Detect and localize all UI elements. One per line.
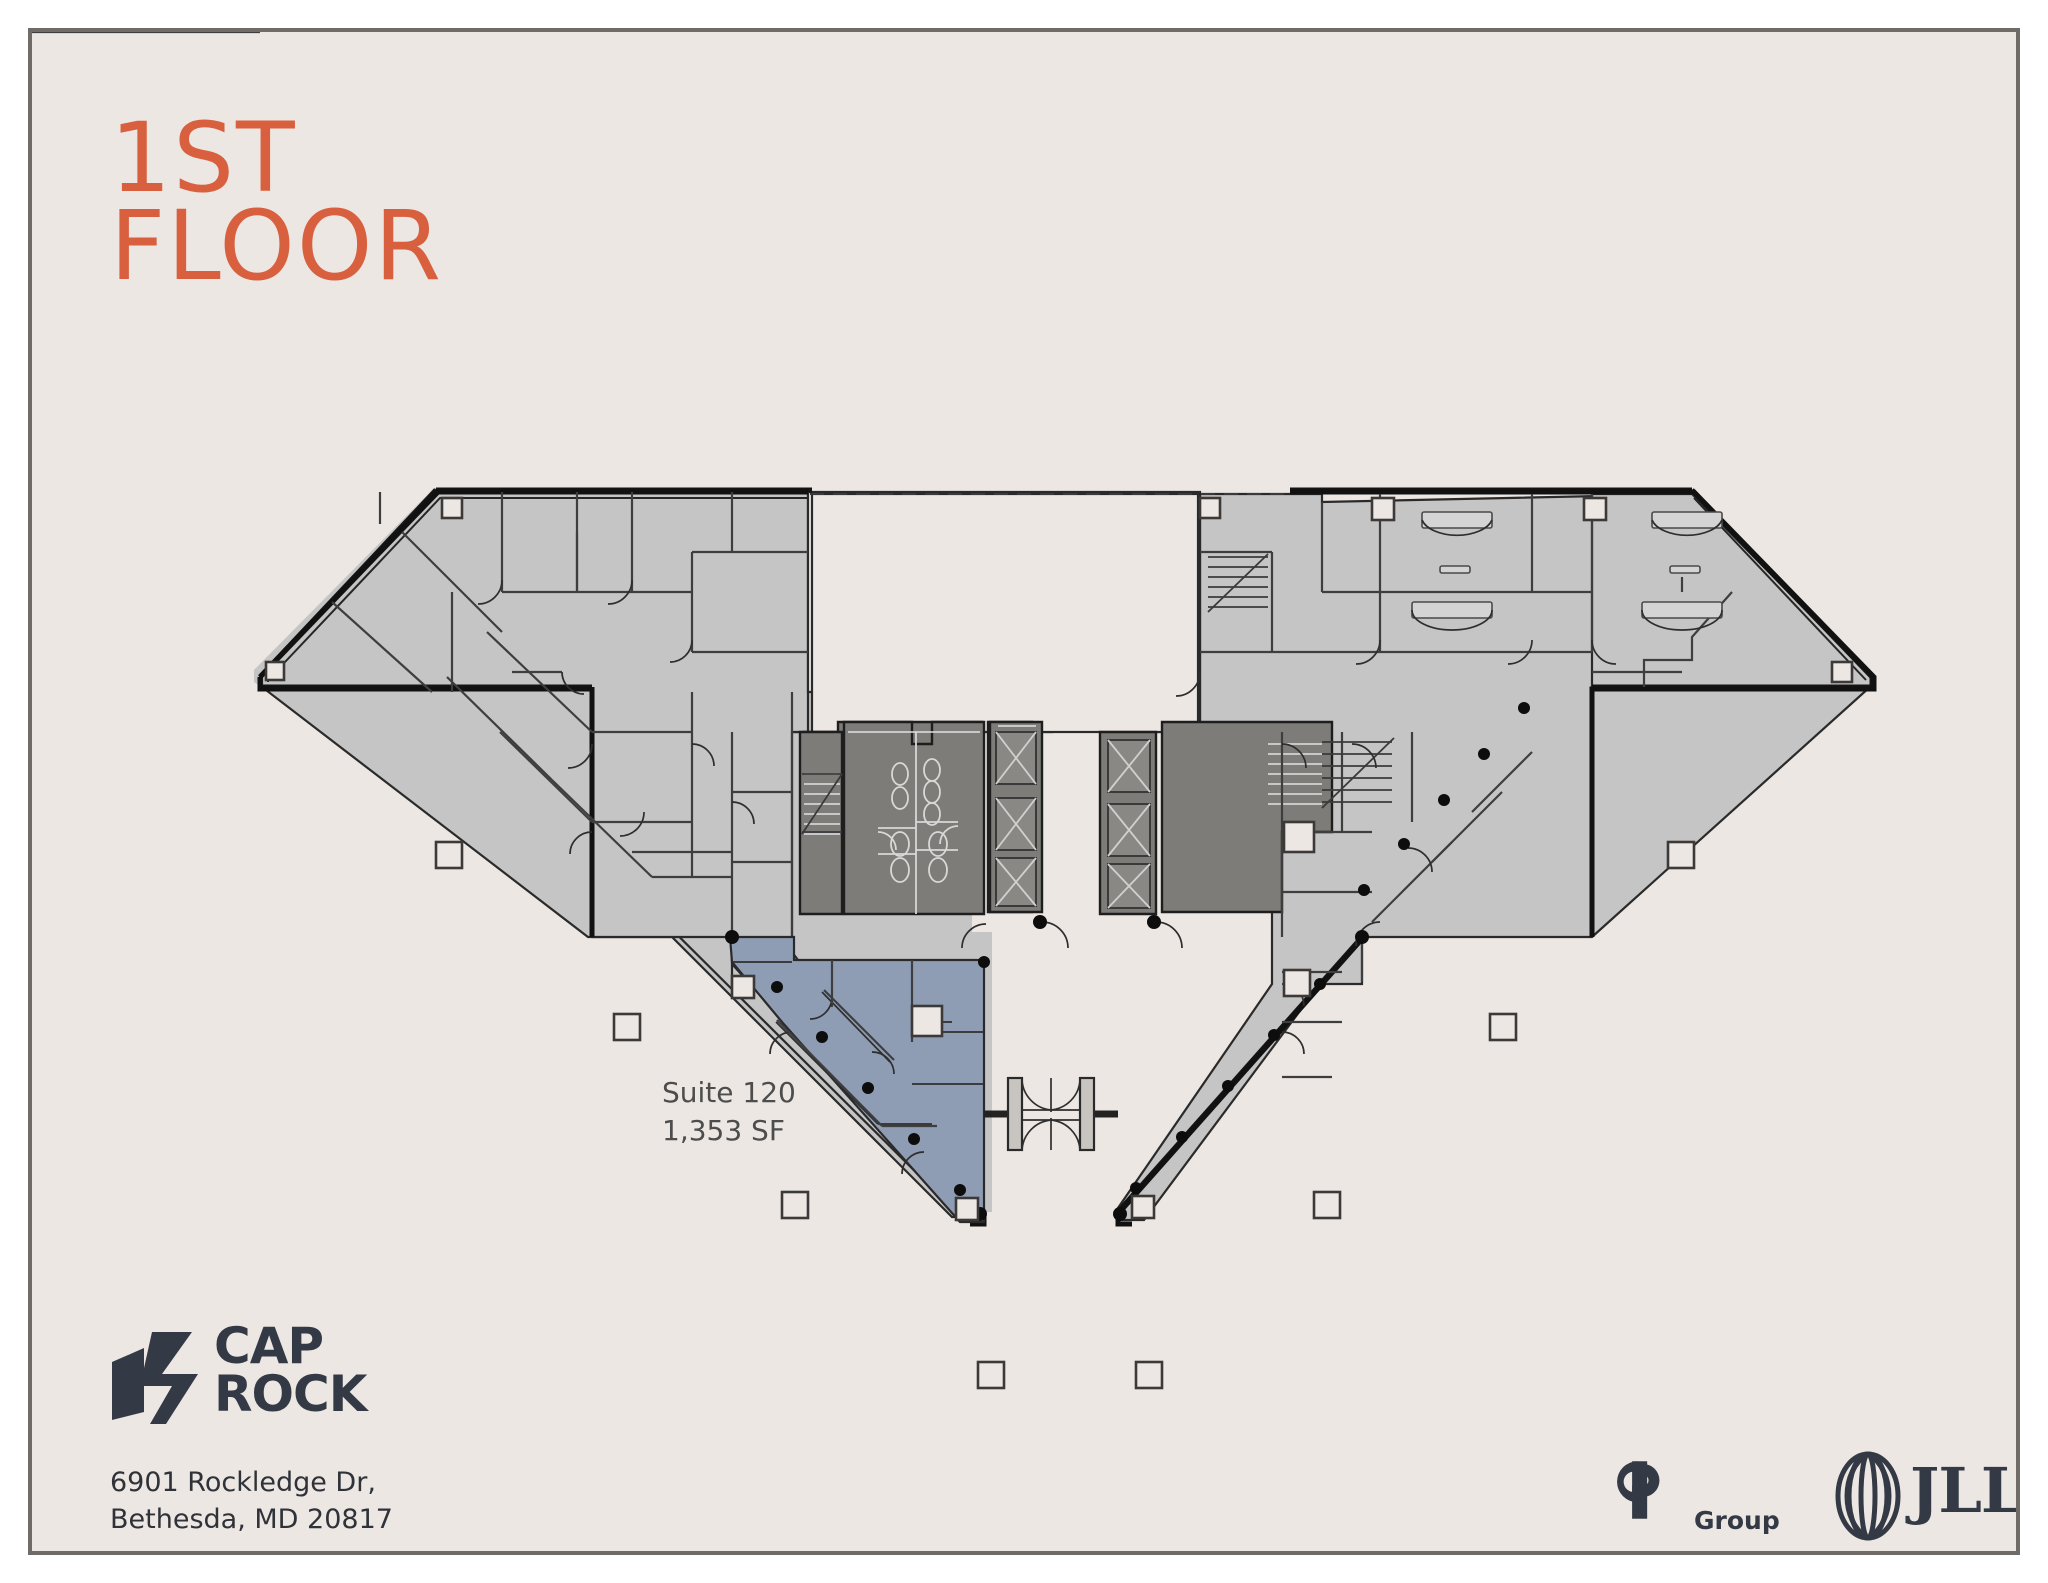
suite-label: Suite 120 1,353 SF — [662, 1074, 796, 1150]
jll-mark-icon — [1835, 1451, 1901, 1541]
cp-group-mark-icon — [1617, 1461, 1660, 1519]
caprock-mark-icon — [112, 1332, 198, 1424]
page-title: 1ST FLOOR — [110, 102, 444, 303]
caprock-line-2: ROCK — [214, 1365, 367, 1423]
page-title-line-1: 1ST — [110, 102, 297, 214]
suite-name: Suite 120 — [662, 1076, 796, 1109]
jll-label: JLL — [1910, 1454, 2020, 1527]
caprock-line-1: CAP — [214, 1317, 324, 1375]
floor-plan-sheet: 1ST FLOOR .fl { fill:#c5c5c5; stroke:#2a… — [28, 28, 2020, 1555]
page-title-line-2: FLOOR — [110, 190, 444, 303]
jll-logo: JLL — [1832, 1448, 2020, 1548]
cp-group-logo: Group — [1602, 1450, 1792, 1550]
caprock-wordmark: CAP ROCK — [214, 1317, 367, 1423]
caprock-logo: CAP ROCK — [110, 1317, 400, 1437]
address-line-2: Bethesda, MD 20817 — [110, 1504, 393, 1536]
property-address: 6901 Rockledge Dr, Bethesda, MD 20817 — [110, 1464, 393, 1539]
address-line-1: 6901 Rockledge Dr, — [110, 1467, 376, 1498]
cp-group-label: Group — [1694, 1506, 1780, 1535]
suite-area: 1,353 SF — [662, 1113, 785, 1147]
